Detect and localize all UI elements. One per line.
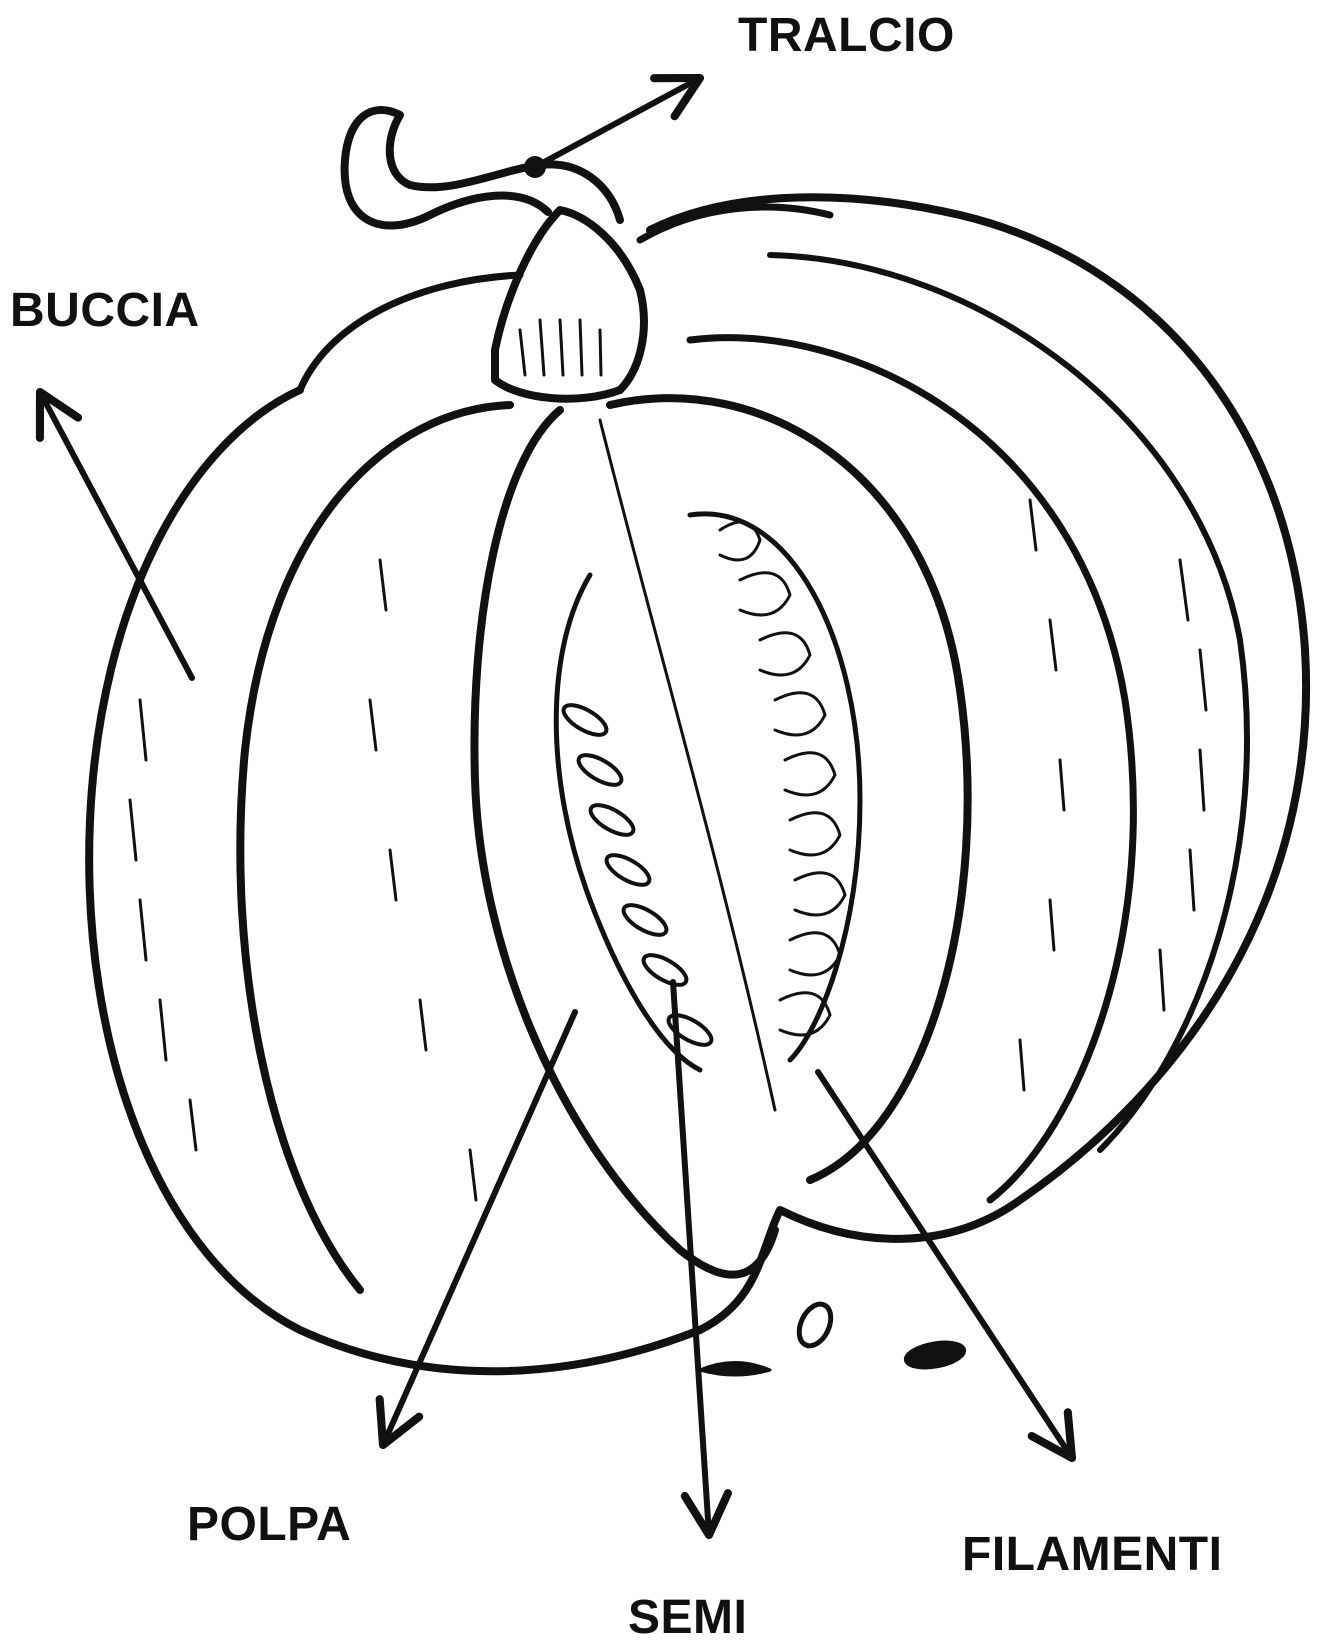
top-rind — [640, 207, 830, 240]
loose-seed — [700, 1363, 770, 1376]
seed-mark — [586, 799, 638, 840]
loose-seed — [903, 1338, 966, 1372]
seed-mark — [619, 899, 671, 940]
pumpkin-illustration — [89, 110, 1306, 1375]
back-rind — [300, 275, 520, 390]
arrow-buccia — [40, 392, 192, 678]
arrow-filamenti — [818, 1072, 1072, 1458]
right-rib-2 — [770, 255, 1247, 1150]
fiber-cavity — [690, 514, 860, 1060]
slice-outer-right — [610, 398, 968, 1180]
label-filamenti: FILAMENTI — [962, 1527, 1222, 1582]
stem — [495, 210, 644, 399]
seed-mark — [664, 1009, 716, 1050]
arrow-polpa — [383, 1012, 575, 1445]
slice-outer-left — [474, 410, 775, 1275]
seed-mark — [639, 949, 691, 990]
rind-hatching — [130, 500, 1206, 1200]
seed-mark — [602, 849, 654, 890]
arrow-tralcio — [535, 78, 700, 167]
label-polpa: POLPA — [187, 1497, 351, 1552]
label-buccia: BUCCIA — [10, 283, 200, 338]
seed-mark — [574, 749, 626, 790]
stem-vine — [345, 110, 620, 226]
pumpkin-outline — [89, 197, 1306, 1371]
seed-mark — [559, 699, 611, 740]
loose-seed — [793, 1299, 837, 1351]
stem-hatching — [520, 320, 601, 375]
label-tralcio: TRALCIO — [738, 8, 955, 63]
label-semi: SEMI — [628, 1590, 747, 1645]
